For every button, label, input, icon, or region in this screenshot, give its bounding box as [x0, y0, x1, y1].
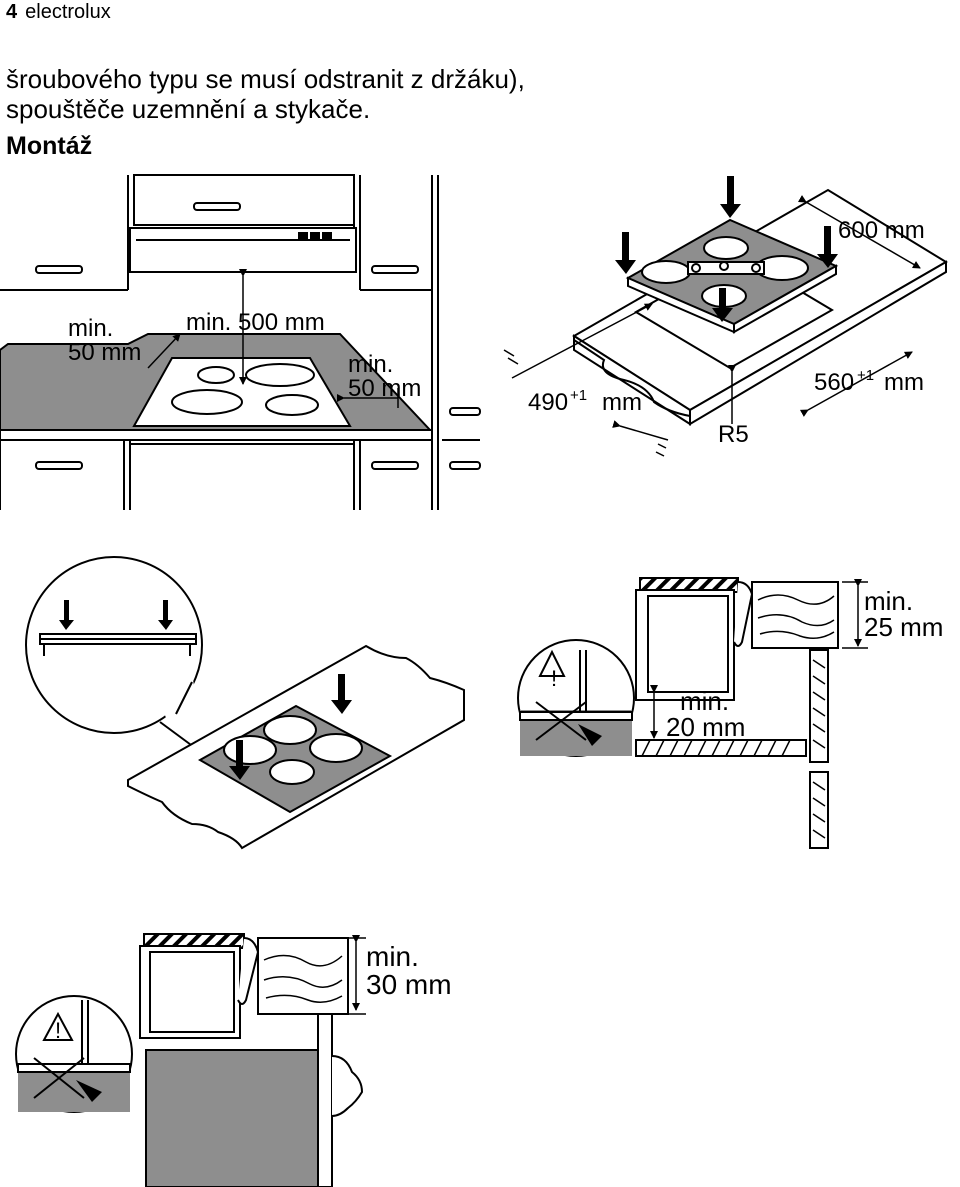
intro-line-2: spouštěče uzemnění a stykače. — [6, 94, 371, 124]
label-min25-a: min. — [864, 586, 913, 616]
label-min20-b: 20 mm — [666, 712, 745, 742]
warning-icon: ! — [551, 666, 557, 691]
press-arrows-fig3 — [59, 600, 352, 780]
hob-placing-figure — [25, 556, 465, 850]
warning-icon-2: ! — [55, 1018, 61, 1043]
label-490-sup: +1 — [570, 387, 587, 404]
section-title: Montáž — [6, 132, 93, 160]
label-min50-left-a: min. — [68, 315, 113, 342]
dimension-lines-fig2 — [503, 195, 921, 457]
label-min50-right-a: min. — [348, 351, 393, 378]
label-490-unit: mm — [602, 389, 642, 416]
page-header: 4 electrolux — [6, 0, 111, 24]
label-min500: min. 500 mm — [186, 309, 325, 336]
dimension-lines-fig5 — [340, 935, 366, 1015]
label-600mm: 600 mm — [838, 217, 925, 244]
page-number: 4 — [6, 1, 18, 23]
label-min50-right-b: 50 mm — [348, 375, 421, 402]
label-min30-b: 30 mm — [366, 969, 452, 1000]
label-r5: R5 — [718, 421, 749, 448]
label-560-sup: +1 — [857, 367, 874, 384]
label-490: 490 — [528, 389, 568, 416]
worktop-min30-figure — [15, 933, 364, 1187]
worktop-min25-figure — [517, 577, 839, 849]
intro-line-1: šroubového typu se musí odstranit z držá… — [6, 64, 525, 94]
label-min20-a: min. — [680, 686, 729, 716]
label-560: 560 — [814, 369, 854, 396]
label-560-unit: mm — [884, 369, 924, 396]
dimension-lines-fig4 — [650, 579, 868, 739]
kitchen-clearance-figure — [0, 174, 481, 510]
label-min30-a: min. — [366, 941, 419, 972]
label-min50-left-b: 50 mm — [68, 339, 141, 366]
intro-text: šroubového typu se musí odstranit z držá… — [6, 64, 525, 124]
brand-name: electrolux — [25, 1, 111, 23]
pointer-arrow-fig5 — [76, 1080, 102, 1102]
pointer-arrow-fig4 — [578, 724, 602, 746]
label-min25-b: 25 mm — [864, 612, 943, 642]
